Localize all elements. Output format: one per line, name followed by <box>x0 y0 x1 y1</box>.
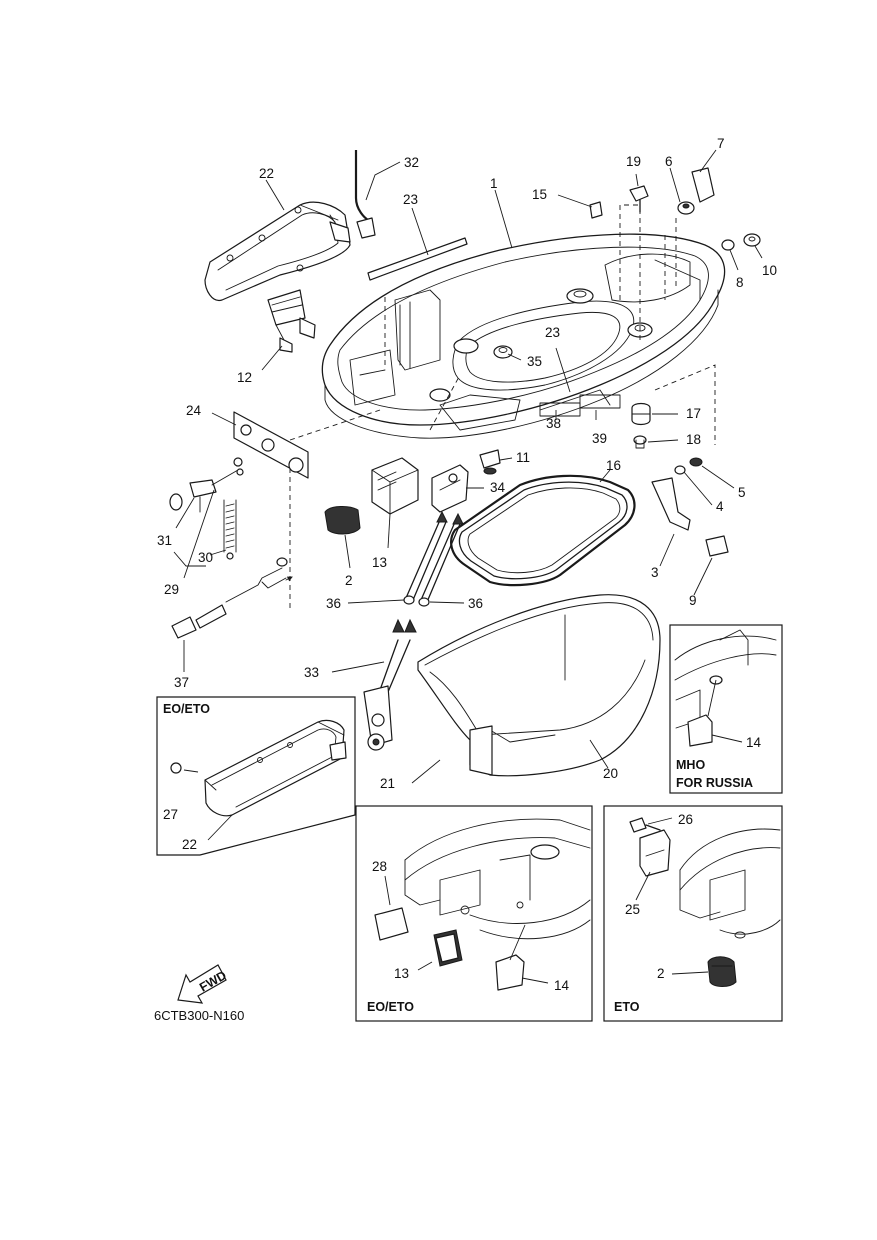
callout-23: 23 <box>545 325 560 340</box>
callout-6: 6 <box>665 154 673 169</box>
callout-14: 14 <box>554 978 570 993</box>
callout-38: 38 <box>546 416 561 431</box>
seal-strip-part-23 <box>367 237 468 281</box>
callout-33: 33 <box>304 665 319 680</box>
cable-part-37 <box>171 557 293 639</box>
callout-11: 11 <box>516 450 530 465</box>
callout-25: 25 <box>625 902 640 917</box>
cover-part-22 <box>204 201 351 302</box>
cap-part-31 <box>169 493 183 511</box>
callout-19: 19 <box>626 154 641 169</box>
bracket-part-12 <box>267 289 316 353</box>
callout-12: 12 <box>237 370 252 385</box>
callout-4: 4 <box>716 499 724 514</box>
callout-22: 22 <box>259 166 274 181</box>
fwd-arrow-icon: FWD <box>177 964 229 1004</box>
callout-10: 10 <box>762 263 777 278</box>
callout-1: 1 <box>490 176 498 191</box>
pins-part-36 <box>403 510 464 607</box>
rod-part-32 <box>354 150 376 239</box>
callout-27: 27 <box>163 807 178 822</box>
bottom-cowling-part-1 <box>321 233 726 439</box>
callout-32: 32 <box>404 155 419 170</box>
label-for-russia: FOR RUSSIA <box>676 776 753 790</box>
inset-eo-eto-bottom <box>355 805 593 1022</box>
inset-eto <box>603 805 783 1022</box>
inset-labels: EO/ETO MHO FOR RUSSIA EO/ETO ETO <box>163 702 753 1014</box>
callout-30: 30 <box>198 550 213 565</box>
lower-pan-part-20 <box>417 594 661 777</box>
clip-part-34 <box>431 464 469 513</box>
spring-part-30 <box>223 499 237 560</box>
callout-28: 28 <box>372 859 387 874</box>
grommet-part-13 <box>371 457 419 515</box>
linkage-part-33 <box>363 618 417 751</box>
callout-9: 9 <box>689 593 697 608</box>
callout-13: 13 <box>372 555 387 570</box>
callout-labels: 32 22 23 1 15 19 6 7 10 8 12 23 35 24 17… <box>157 136 777 993</box>
callout-23: 23 <box>403 192 418 207</box>
switch-part-29 <box>189 457 244 513</box>
callout-3: 3 <box>651 565 659 580</box>
guide-lines <box>289 200 716 610</box>
callout-21: 21 <box>380 776 395 791</box>
callout-36: 36 <box>326 596 341 611</box>
callout-17: 17 <box>686 406 701 421</box>
hardware-right <box>589 167 761 557</box>
callout-31: 31 <box>157 533 172 548</box>
button-part-11 <box>479 449 501 475</box>
callout-5: 5 <box>738 485 746 500</box>
inset-eo-eto-cover <box>156 696 356 856</box>
callout-26: 26 <box>678 812 693 827</box>
callout-8: 8 <box>736 275 744 290</box>
label-eo-eto-bottom: EO/ETO <box>367 1000 414 1014</box>
nut-part-35 <box>493 345 513 359</box>
callout-16: 16 <box>606 458 621 473</box>
gasket-part-16 <box>450 474 636 587</box>
callout-2: 2 <box>657 966 665 981</box>
callout-37: 37 <box>174 675 189 690</box>
callout-35: 35 <box>527 354 542 369</box>
callout-36: 36 <box>468 596 483 611</box>
leader-lines <box>173 149 763 784</box>
callout-7: 7 <box>717 136 725 151</box>
diagram-code: 6CTB300-N160 <box>154 1008 244 1023</box>
callout-13: 13 <box>394 966 409 981</box>
callout-39: 39 <box>592 431 607 446</box>
label-eo-eto-top: EO/ETO <box>163 702 210 716</box>
plug-part-2 <box>324 506 361 535</box>
callout-18: 18 <box>686 432 701 447</box>
inset-mho-russia <box>669 624 783 794</box>
callout-15: 15 <box>532 187 547 202</box>
callout-22: 22 <box>182 837 197 852</box>
callout-20: 20 <box>603 766 618 781</box>
plate-part-24 <box>233 411 309 479</box>
callout-29: 29 <box>164 582 179 597</box>
callout-34: 34 <box>490 480 506 495</box>
label-mho: MHO <box>676 758 705 772</box>
callout-2: 2 <box>345 573 353 588</box>
callout-14: 14 <box>746 735 762 750</box>
label-eto: ETO <box>614 1000 640 1014</box>
callout-24: 24 <box>186 403 202 418</box>
